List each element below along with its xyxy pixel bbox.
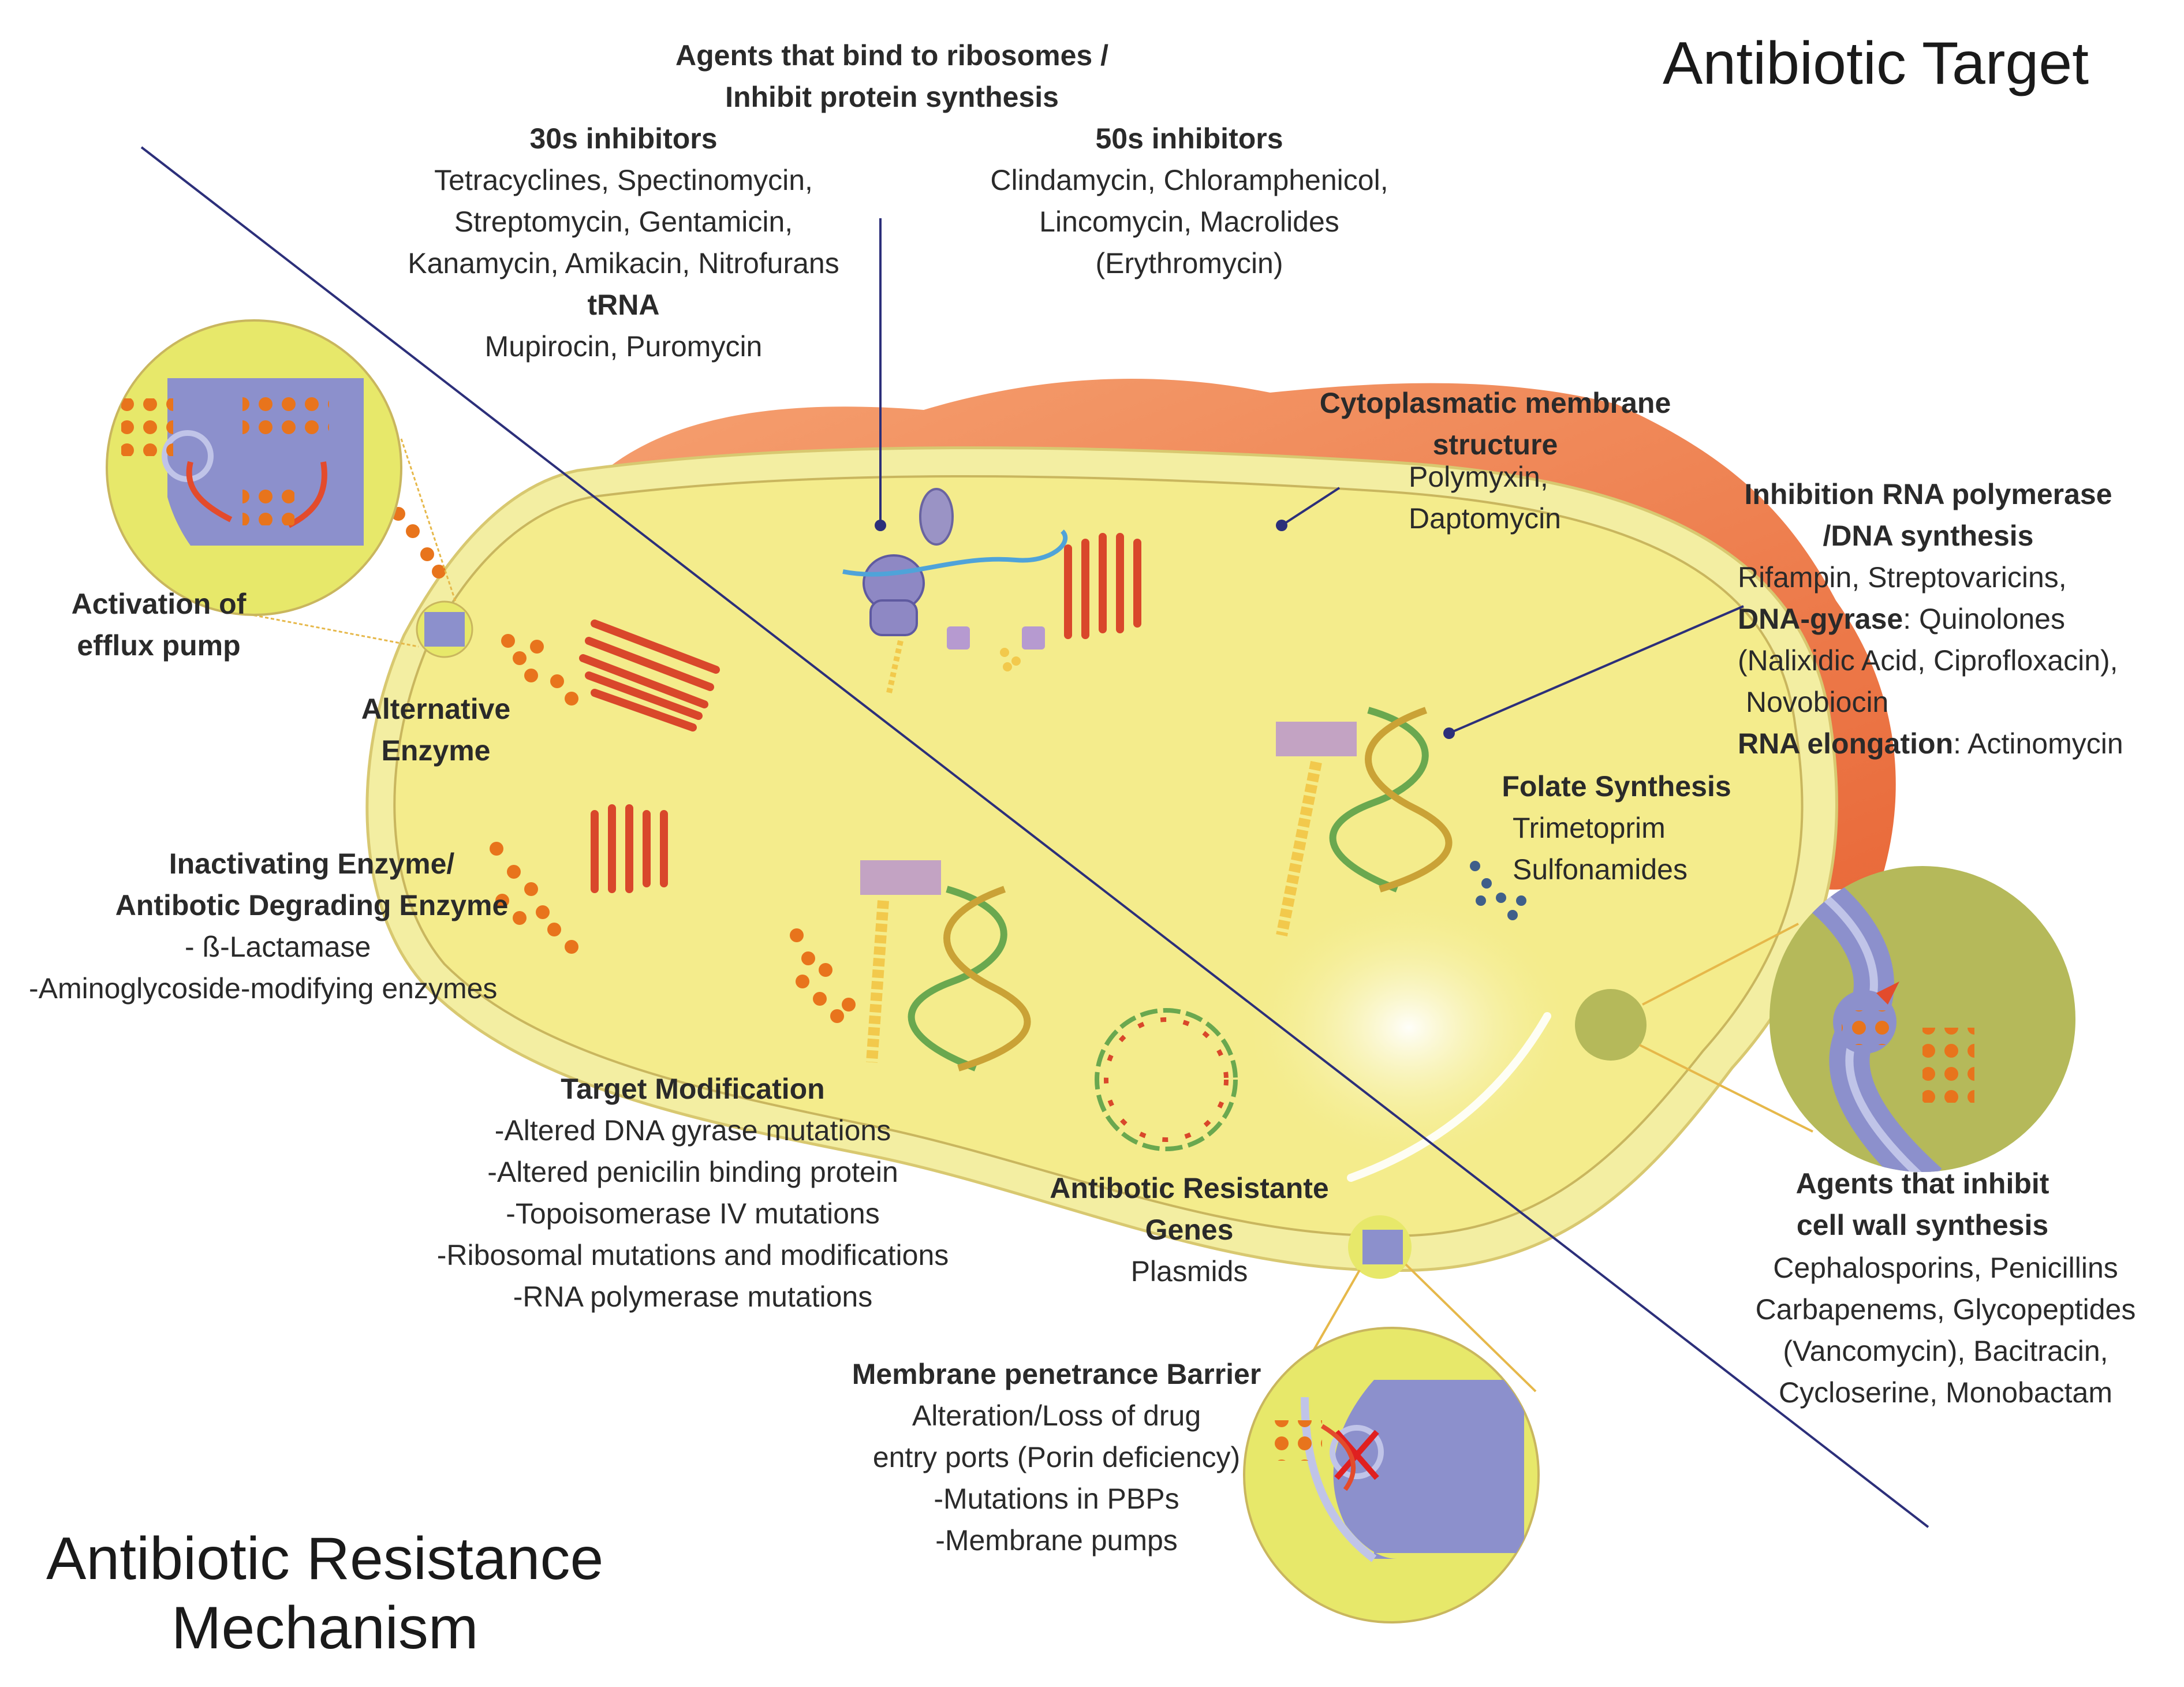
target-modification: Target Modification -Altered DNA gyrase … [404, 1068, 981, 1317]
title-resistance-mechanism: Antibiotic Resistance Mechanism [46, 1524, 603, 1663]
elongation-label: RNA elongation [1738, 727, 1954, 760]
folate-drug-2: Sulfonamides [1513, 853, 1688, 886]
rna-title-line-1: Inhibition RNA polymerase [1744, 478, 2112, 510]
inhibitors-30s-line-2: Streptomycin, Gentamicin, [454, 206, 793, 238]
elongation-value: : Actinomycin [1953, 727, 2123, 760]
inactivating-examples: - ß-Lactamase -Aminoglycoside-modifying … [29, 926, 497, 1009]
ribosome-heading-line-2: Inhibit protein synthesis [725, 81, 1059, 113]
barrier-line-4: -Membrane pumps [935, 1524, 1178, 1557]
cellwall-drugs: Cephalosporins, Penicillins Carbapenems,… [1726, 1247, 2165, 1413]
rna-target-title: Inhibition RNA polymerase /DNA synthesis [1697, 473, 2159, 557]
cellwall-drug-1: Cephalosporins, Penicillins [1773, 1252, 2118, 1284]
resistance-genes: Antibotic Resistante Genes Plasmids [1028, 1167, 1351, 1292]
porin-icon [1243, 1327, 1540, 1623]
target-mod-line-3: -Topoisomerase IV mutations [506, 1197, 880, 1230]
cell-wall-zoom-icon [1769, 866, 2075, 1172]
cell-highlight-arc [1347, 1012, 1551, 1182]
cell-highlight [1241, 889, 1576, 1166]
rna-line-2: DNA-gyrase: Quinolones [1738, 598, 2123, 640]
inhibitors-50s-line-3: (Erythromycin) [1095, 247, 1283, 279]
inactivating-enzyme: Inactivating Enzyme/ Antibotic Degrading… [69, 843, 554, 926]
genes-title-line-1: Antibotic Resistante [1050, 1172, 1329, 1204]
inhibitors-30s-line-1: Tetracyclines, Spectinomycin, [434, 164, 813, 196]
inhibitors-30s-title: 30s inhibitors [529, 122, 718, 155]
plasmid-icon [1095, 1008, 1238, 1151]
rna-line-4: Novobiocin [1746, 686, 1889, 718]
penetrance-barrier: Membrane penetrance Barrier Alteration/L… [826, 1353, 1287, 1561]
barrier-title: Membrane penetrance Barrier [852, 1358, 1261, 1390]
folate-drug-1: Trimetoprim [1513, 812, 1666, 844]
cellwall-title-line-1: Agents that inhibit [1795, 1167, 2049, 1200]
rna-line-1: Rifampin, Streptovaricins, [1738, 561, 2067, 594]
protein-sheet-icon [579, 533, 1141, 893]
gyrase-value: : Quinolones [1903, 603, 2065, 635]
membrane-drug-1: Polymyxin, [1409, 461, 1548, 493]
trna-line-1: Mupirocin, Puromycin [484, 330, 763, 363]
ribosome-heading: Agents that bind to ribosomes / Inhibit … [652, 35, 1132, 118]
rna-title-line-2: /DNA synthesis [1823, 520, 2034, 552]
genes-title-line-2: Genes [1145, 1214, 1234, 1246]
alt-enzyme-line-1: Alternative [361, 693, 511, 725]
folate-molecules [1470, 861, 1526, 920]
folate-target: Folate Synthesis [1478, 766, 1755, 807]
cellwall-title-line-2: cell wall synthesis [1796, 1209, 2049, 1241]
inactivating-example-2: -Aminoglycoside-modifying enzymes [29, 972, 498, 1005]
folate-drugs: Trimetoprim Sulfonamides [1513, 807, 1688, 890]
title-resistance-line-2: Mechanism [171, 1595, 479, 1662]
barrier-line-2: entry ports (Porin deficiency) [872, 1441, 1241, 1473]
efflux-mechanism: Activation of efflux pump [46, 583, 271, 666]
ribosome-heading-line-1: Agents that bind to ribosomes / [675, 39, 1109, 72]
target-mod-line-1: -Altered DNA gyrase mutations [494, 1114, 891, 1147]
barrier-line-1: Alteration/Loss of drug [912, 1399, 1201, 1432]
ribosome-icon [842, 488, 1068, 694]
rna-target-drugs: Rifampin, Streptovaricins, DNA-gyrase: Q… [1738, 557, 2123, 764]
inactivating-title-line-2: Antibotic Degrading Enzyme [115, 889, 509, 921]
inactivating-title-line-1: Inactivating Enzyme/ [169, 848, 455, 880]
cellwall-target: Agents that inhibit cell wall synthesis [1749, 1163, 2096, 1246]
folate-title: Folate Synthesis [1502, 770, 1731, 803]
inactivating-example-1: - ß-Lactamase [185, 931, 371, 963]
target-mod-line-4: -Ribosomal mutations and modifications [436, 1239, 949, 1271]
target-mod-line-5: -RNA polymerase mutations [513, 1281, 873, 1313]
target-mod-title: Target Modification [561, 1073, 825, 1105]
membrane-title-line-2: structure [1432, 428, 1558, 461]
dna-helix-icon [860, 707, 1453, 1072]
alternative-enzyme: Alternative Enzyme [329, 688, 543, 771]
diagonal-divider [140, 146, 1929, 1528]
genes-line-1: Plasmids [1130, 1255, 1248, 1287]
target-mod-line-2: -Altered penicilin binding protein [487, 1156, 898, 1188]
inhibitors-50s-line-2: Lincomycin, Macrolides [1039, 206, 1339, 238]
title-antibiotic-target: Antibiotic Target [1663, 30, 2089, 97]
title-resistance-line-1: Antibiotic Resistance [46, 1525, 604, 1592]
inhibitors-50s-line-1: Clindamycin, Chloramphenicol, [990, 164, 1388, 196]
cellwall-drug-4: Cycloserine, Monobactam [1778, 1376, 2113, 1409]
cellwall-drug-2: Carbapenems, Glycopeptides [1755, 1293, 2136, 1326]
drug-molecule-icon [391, 507, 856, 1023]
membrane-drug-2: Daptomycin [1409, 502, 1561, 535]
trna-title: tRNA [587, 289, 660, 321]
efflux-title-line-2: efflux pump [77, 629, 241, 662]
inhibitors-50s-title: 50s inhibitors [1095, 122, 1283, 155]
trna-icon [947, 626, 1045, 671]
rna-line-5: RNA elongation: Actinomycin [1738, 723, 2123, 764]
zoom-connectors [236, 438, 457, 648]
efflux-title-line-1: Activation of [71, 588, 247, 620]
inhibitors-30s-line-3: Kanamycin, Amikacin, Nitrofurans [408, 247, 839, 279]
inhibitors-30s: 30s inhibitors Tetracyclines, Spectinomy… [381, 118, 866, 367]
pointer-lines [879, 218, 1744, 734]
barrier-line-3: -Mutations in PBPs [934, 1483, 1179, 1515]
pointer-dots [875, 520, 1455, 739]
efflux-pump-icon [106, 319, 402, 616]
membrane-drugs: Polymyxin, Daptomycin [1409, 456, 1561, 539]
membrane-target: Cytoplasmatic membrane structure [1293, 382, 1697, 465]
cellwall-drug-3: (Vancomycin), Bacitracin, [1783, 1335, 2108, 1367]
gyrase-label: DNA-gyrase [1738, 603, 1903, 635]
rna-line-3: (Nalixidic Acid, Ciprofloxacin), [1738, 644, 2118, 677]
alt-enzyme-line-2: Enzyme [381, 734, 491, 767]
inhibitors-50s: 50s inhibitors Clindamycin, Chlorampheni… [953, 118, 1426, 284]
cellwall-spot [1575, 989, 1647, 1061]
membrane-title-line-1: Cytoplasmatic membrane [1319, 387, 1671, 419]
